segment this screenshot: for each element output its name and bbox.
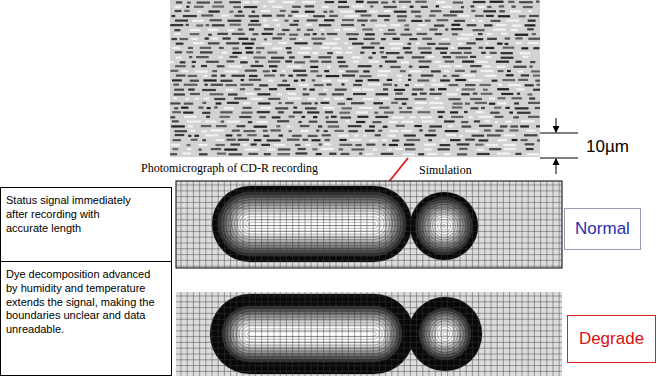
caption-label: Photomicrograph of CD-R recording bbox=[140, 161, 319, 176]
node-text: Normal bbox=[575, 218, 630, 239]
node-text: Status signal immediately after recordin… bbox=[6, 194, 141, 235]
description-box: Dye decomposition advanced by humidity a… bbox=[0, 261, 172, 376]
dimension-marker bbox=[540, 118, 578, 174]
state-tag: Degrade bbox=[567, 315, 656, 363]
photomicrograph bbox=[170, 0, 540, 157]
simulation-panel bbox=[176, 181, 562, 268]
dimension-label: 10µm bbox=[585, 137, 630, 157]
node-text: Degrade bbox=[579, 328, 644, 349]
state-tag: Normal bbox=[564, 208, 641, 250]
node-text: Dye decomposition advanced by humidity a… bbox=[6, 268, 159, 337]
description-box: Status signal immediately after recordin… bbox=[0, 187, 172, 262]
section-label: Simulation bbox=[418, 163, 473, 178]
simulation-panel bbox=[176, 292, 562, 376]
